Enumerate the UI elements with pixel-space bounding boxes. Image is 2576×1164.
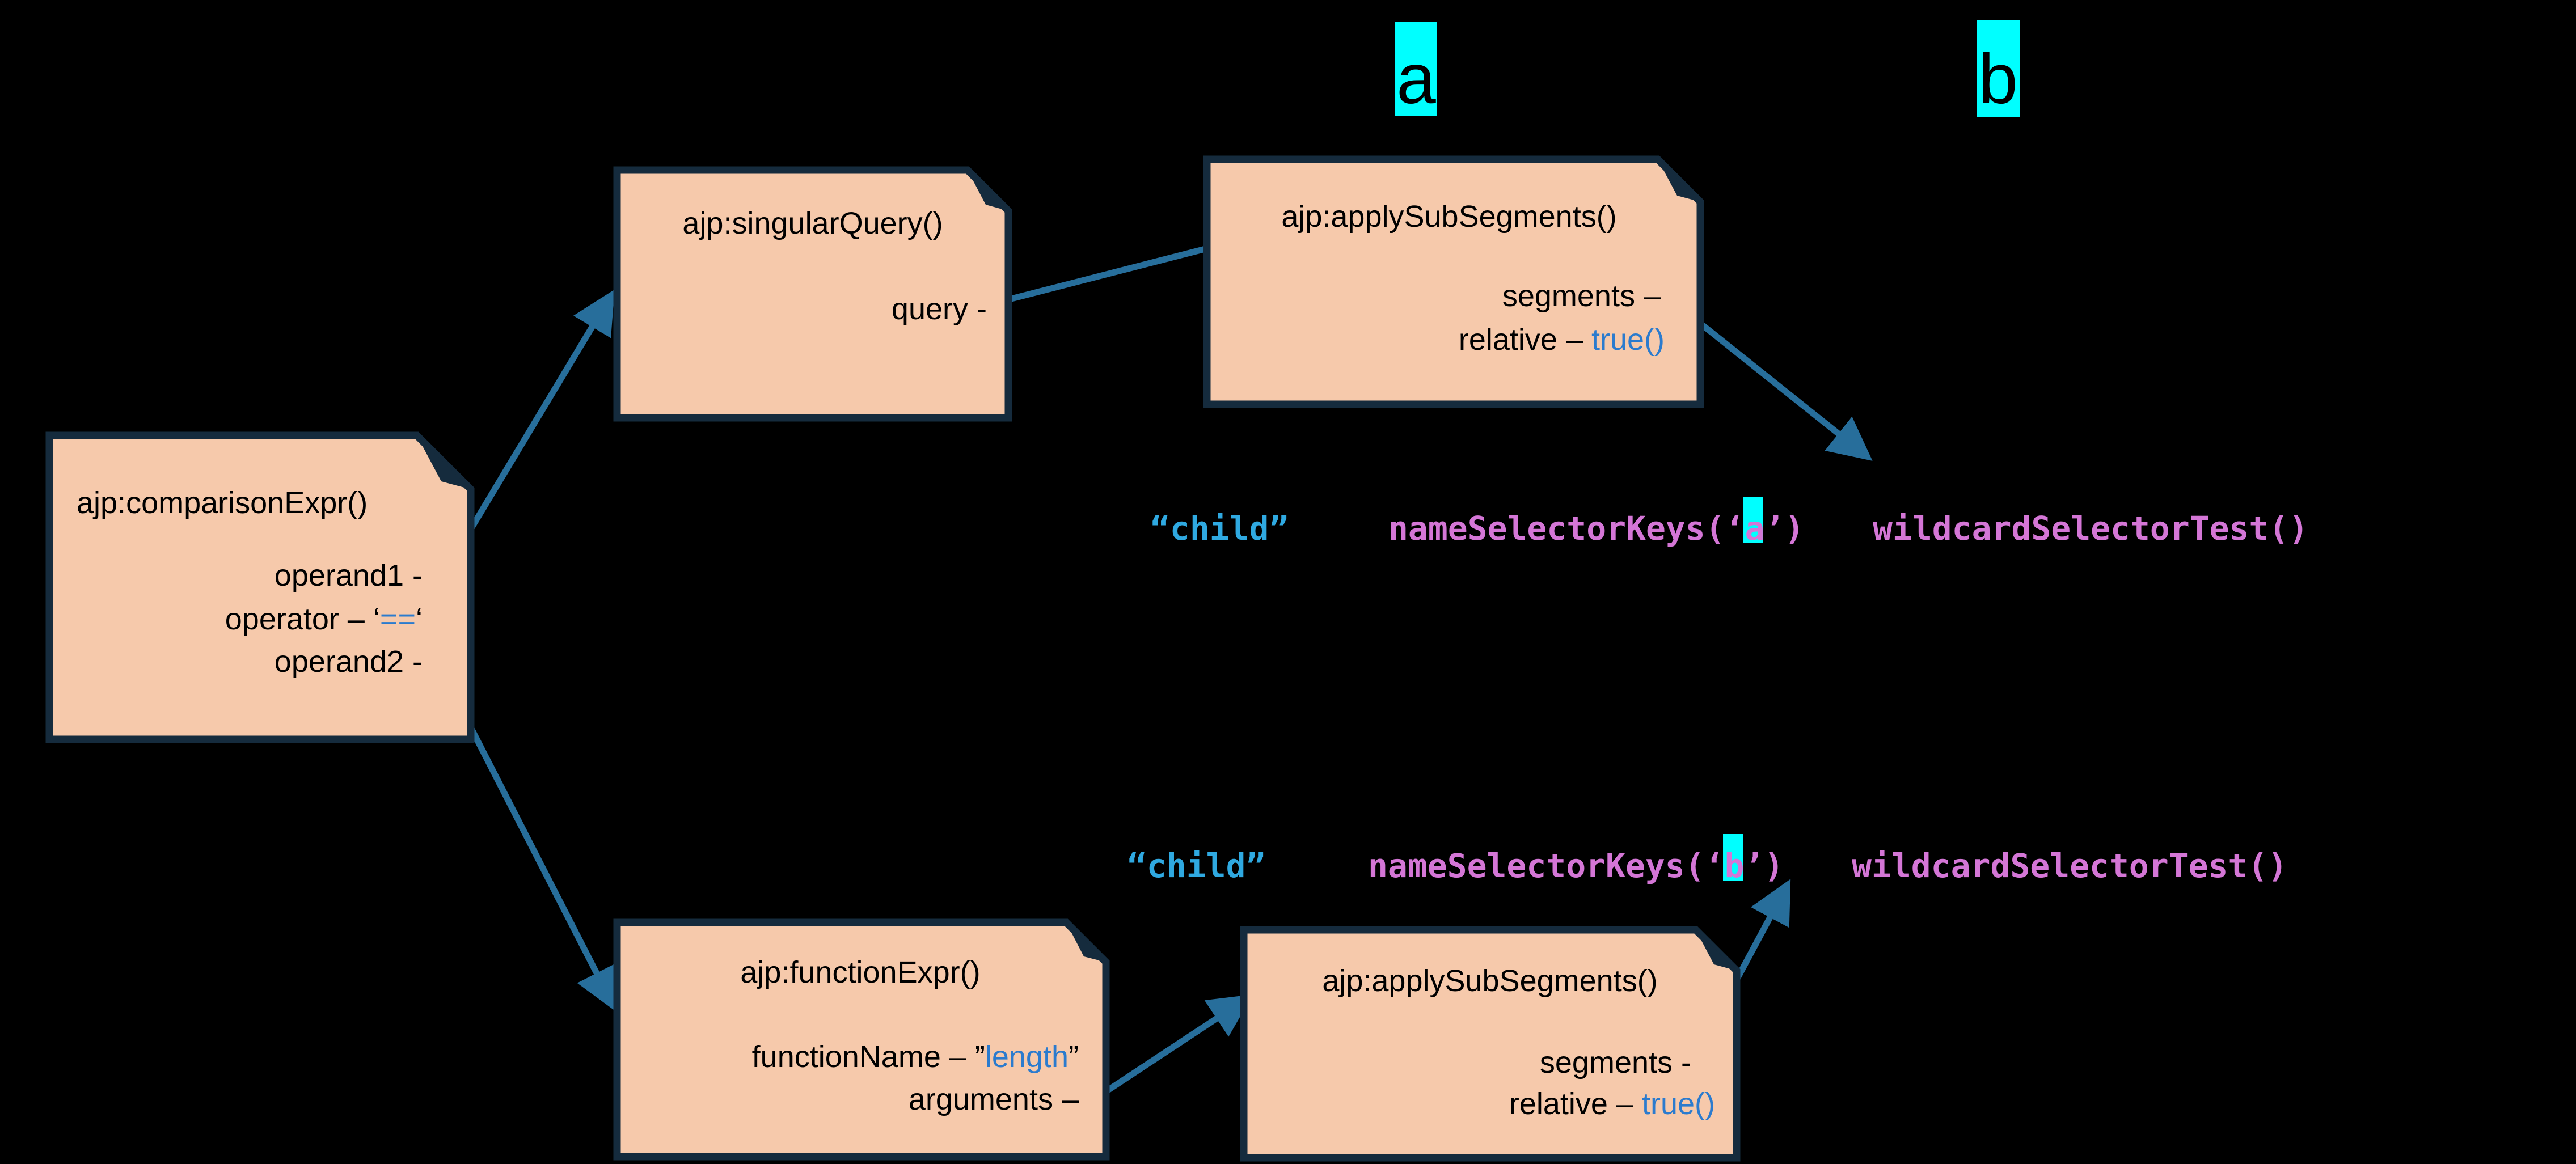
selector-code-row-1: “child” nameSelectorKeys(‘a’) wildcardSe… [1150,497,2308,548]
apply-sub-segments-top-node: ajp:applySubSegments() segments – relati… [1203,155,1704,408]
apply-sub-segments-top-shape [1203,155,1704,408]
name-selector-key-b: b [1725,846,1745,885]
singular-query-field-query: query - [892,292,987,326]
folded-corner-icon [417,435,471,489]
function-name-label: functionName – ” [752,1040,985,1074]
apply-sub-segments-top-title: ajp:applySubSegments() [1281,200,1616,234]
relative-value: true() [1591,323,1665,357]
operator-value: == [380,602,416,636]
child-literal-row1: “child” [1150,509,1289,548]
comparison-expr-shape [45,431,475,743]
relative-label: relative – [1509,1087,1642,1121]
comparison-expr-field-operand2: operand2 - [275,645,423,679]
comparison-expr-field-operator: operator – ‘==‘ [225,602,423,636]
apply-sub-segments-bottom-node: ajp:applySubSegments() segments - relati… [1240,926,1741,1162]
arrow-arguments-to-apply-sub-segments-bottom [1087,994,1253,1106]
name-selector-post: ’) [1764,509,1804,548]
function-expr-field-arguments: arguments – [909,1082,1079,1116]
operator-label: operator – ‘ [225,602,380,636]
apply-sub-segments-bottom-shape [1240,926,1741,1162]
function-expr-title: ajp:functionExpr() [740,955,980,989]
name-selector-keys-row1: nameSelectorKeys(‘a’) [1388,509,1804,548]
relative-value: true() [1642,1087,1715,1121]
label-b: b [1977,20,2020,118]
name-selector-key-a: a [1745,509,1765,548]
apply-sub-segments-top-field-relative: relative – true() [1459,323,1665,357]
function-expr-shape [613,918,1110,1161]
label-a-text: a [1396,40,1436,118]
key-a-highlight [1743,497,1763,543]
apply-sub-segments-bottom-field-segments: segments - [1540,1046,1691,1080]
folded-corner-icon [1066,922,1106,962]
folded-corner-icon [1696,930,1737,971]
label-a-highlight [1395,22,1437,116]
name-selector-pre: nameSelectorKeys(‘ [1368,846,1725,885]
label-b-highlight [1977,20,2020,117]
name-selector-keys-row2: nameSelectorKeys(‘b’) [1368,846,1784,885]
function-name-close-quote: ” [1069,1040,1079,1074]
relative-label: relative – [1459,323,1591,357]
singular-query-title: ajp:singularQuery() [682,206,943,240]
wildcard-selector-test-row2: wildcardSelectorTest() [1852,846,2287,885]
wildcard-selector-test-row1: wildcardSelectorTest() [1873,509,2308,548]
singular-query-shape [613,166,1012,422]
comparison-expr-title: ajp:comparisonExpr() [77,486,368,520]
comparison-expr-field-operand1: operand1 - [275,558,423,592]
folded-corner-icon [1658,159,1700,202]
singular-query-node: ajp:singularQuery() query - [613,166,1012,422]
name-selector-post: ’) [1744,846,1784,885]
label-a: a [1395,22,1437,118]
key-b-highlight [1723,834,1743,881]
apply-sub-segments-bottom-title: ajp:applySubSegments() [1322,964,1657,998]
function-expr-field-function-name: functionName – ”length” [752,1040,1079,1074]
operator-close-quote: ‘ [416,602,423,636]
function-expr-node: ajp:functionExpr() functionName – ”lengt… [613,918,1110,1161]
label-b-text: b [1978,40,2018,118]
function-name-value: length [985,1040,1069,1074]
folded-corner-icon [968,170,1008,211]
apply-sub-segments-top-field-segments: segments – [1502,279,1661,313]
comparison-expr-node: ajp:comparisonExpr() operand1 - operator… [45,431,475,743]
selector-code-row-2: “child” nameSelectorKeys(‘b’) wildcardSe… [1127,834,2287,885]
name-selector-pre: nameSelectorKeys(‘ [1388,509,1745,548]
apply-sub-segments-bottom-field-relative: relative – true() [1509,1087,1715,1121]
arrow-operand1-to-singular-query [445,289,615,569]
child-literal-row2: “child” [1127,846,1265,885]
